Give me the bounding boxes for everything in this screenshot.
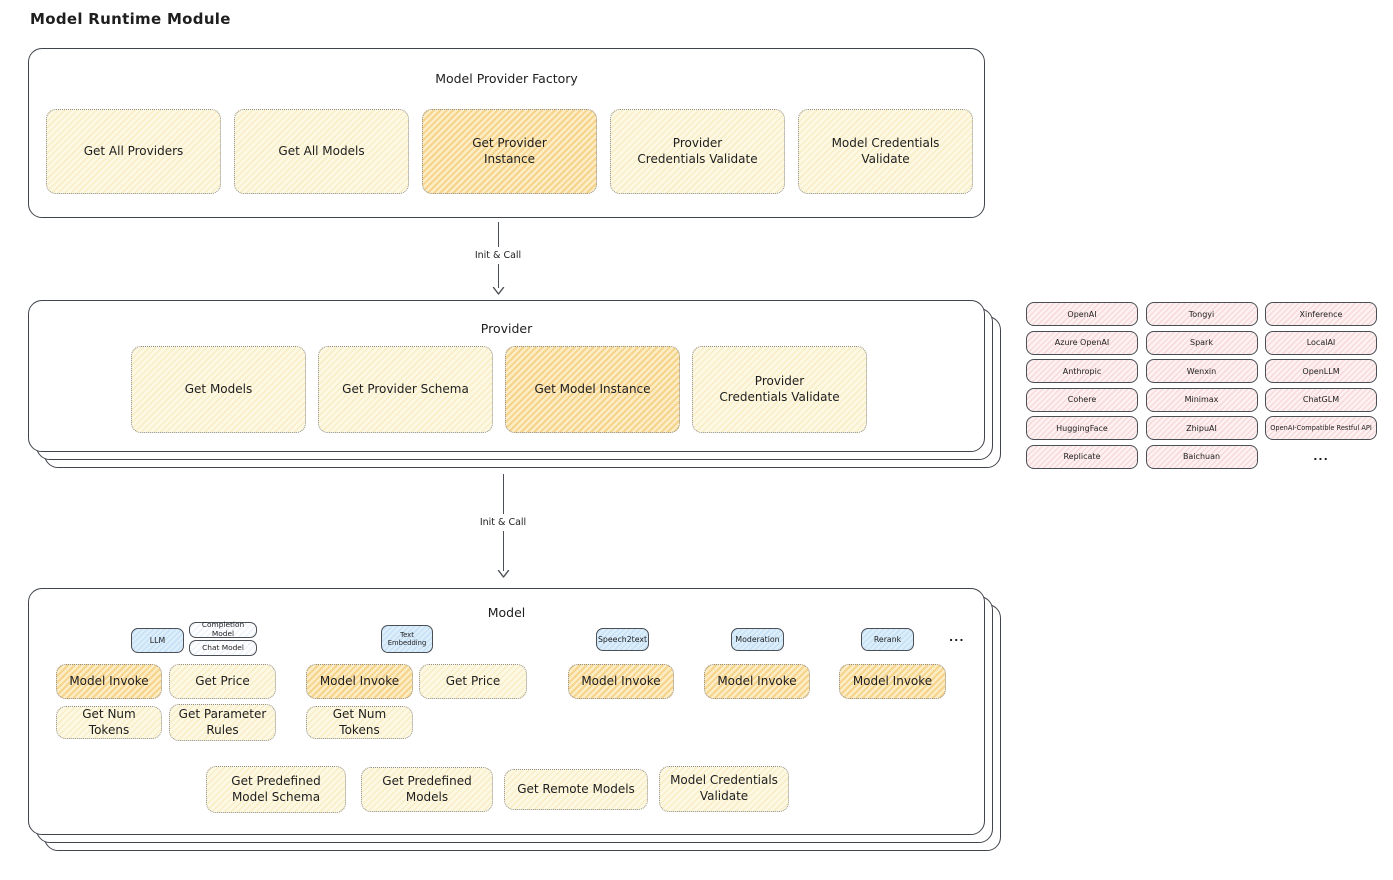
tag-moderation: Moderation: [731, 628, 784, 651]
provider-button-row: Get Models Get Provider Schema Get Model…: [131, 346, 867, 433]
node-provider-credentials-validate-2: Provider Credentials Validate: [692, 346, 867, 433]
arrow-line: [502, 474, 504, 514]
node-llm-model-invoke: Model Invoke: [56, 664, 162, 699]
provider-box: Provider Get Models Get Provider Schema …: [28, 300, 985, 452]
tag-text-embedding: Text Embedding: [381, 625, 433, 653]
provider-chip-openai: OpenAI: [1026, 302, 1138, 326]
arrow-line: [497, 222, 499, 247]
providers-panel: OpenAI Tongyi Xinference Azure OpenAI Sp…: [1026, 302, 1377, 469]
node-provider-credentials-validate: Provider Credentials Validate: [610, 109, 785, 194]
provider-chip-localai: LocalAI: [1265, 330, 1377, 355]
page-title: Model Runtime Module: [30, 10, 231, 28]
tag-completion-model: Completion Model: [189, 620, 257, 638]
factory-title: Model Provider Factory: [435, 71, 578, 86]
arrow-line: [502, 531, 504, 571]
node-embedding-get-price: Get Price: [419, 664, 527, 699]
provider-chip-anthropic: Anthropic: [1026, 359, 1138, 383]
flow-arrow-factory-to-provider: Init & Call: [458, 222, 538, 295]
provider-chip-azure-openai: Azure OpenAI: [1026, 330, 1138, 355]
provider-chip-wenxin: Wenxin: [1145, 359, 1258, 383]
node-model-credentials-validate-2: Model Credentials Validate: [659, 766, 789, 812]
model-tags-more-ellipsis: ...: [949, 631, 965, 644]
node-speech2text-model-invoke: Model Invoke: [568, 664, 674, 699]
node-llm-get-num-tokens: Get Num Tokens: [56, 706, 162, 739]
node-rerank-model-invoke: Model Invoke: [839, 664, 946, 699]
factory-box: Model Provider Factory Get All Providers…: [28, 48, 985, 218]
tag-llm: LLM: [131, 628, 184, 653]
tag-rerank: Rerank: [861, 628, 914, 651]
provider-chip-zhipuai: ZhipuAI: [1145, 416, 1258, 440]
provider-chip-openai-compatible: OpenAI-Compatible Restful API: [1265, 416, 1377, 440]
provider-chip-replicate: Replicate: [1026, 444, 1138, 469]
provider-chip-huggingface: HuggingFace: [1026, 416, 1138, 440]
provider-chip-minimax: Minimax: [1145, 387, 1258, 412]
node-llm-get-price: Get Price: [169, 664, 276, 699]
node-get-all-models: Get All Models: [234, 109, 409, 194]
arrow-head-icon: [497, 570, 509, 578]
node-model-credentials-validate: Model Credentials Validate: [798, 109, 973, 194]
arrow-line: [497, 263, 499, 288]
node-llm-get-parameter-rules: Get Parameter Rules: [169, 704, 276, 741]
node-get-predefined-models: Get Predefined Models: [361, 767, 493, 812]
node-embedding-model-invoke: Model Invoke: [306, 664, 413, 699]
node-get-predefined-model-schema: Get Predefined Model Schema: [206, 766, 346, 813]
node-moderation-model-invoke: Model Invoke: [704, 664, 810, 699]
node-get-provider-schema: Get Provider Schema: [318, 346, 493, 433]
node-get-remote-models: Get Remote Models: [504, 769, 648, 810]
provider-title: Provider: [480, 321, 533, 336]
provider-chip-spark: Spark: [1145, 330, 1258, 355]
model-box: Model LLM Completion Model Chat Model Te…: [28, 588, 985, 835]
tag-chat-model: Chat Model: [189, 640, 257, 656]
node-get-models: Get Models: [131, 346, 306, 433]
provider-chip-chatglm: ChatGLM: [1265, 387, 1377, 412]
provider-chip-cohere: Cohere: [1026, 387, 1138, 412]
node-get-provider-instance: Get Provider Instance: [422, 109, 597, 194]
provider-chip-tongyi: Tongyi: [1145, 302, 1258, 326]
arrow-head-icon: [492, 287, 504, 295]
tag-speech2text: Speech2text: [596, 628, 649, 651]
provider-chip-openllm: OpenLLM: [1265, 359, 1377, 383]
provider-chip-baichuan: Baichuan: [1145, 444, 1258, 469]
node-get-model-instance: Get Model Instance: [505, 346, 680, 433]
provider-chip-xinference: Xinference: [1265, 302, 1377, 326]
node-embedding-get-num-tokens: Get Num Tokens: [306, 706, 413, 739]
flow-arrow-provider-to-model: Init & Call: [463, 474, 543, 578]
arrow-label: Init & Call: [474, 249, 522, 261]
arrow-label: Init & Call: [479, 517, 527, 528]
model-title: Model: [487, 605, 526, 620]
providers-more-ellipsis: ...: [1313, 450, 1329, 463]
factory-button-row: Get All Providers Get All Models Get Pro…: [46, 109, 973, 194]
node-get-all-providers: Get All Providers: [46, 109, 221, 194]
provider-section: Provider Get Models Get Provider Schema …: [28, 300, 1003, 470]
model-section: Model LLM Completion Model Chat Model Te…: [28, 588, 1003, 853]
